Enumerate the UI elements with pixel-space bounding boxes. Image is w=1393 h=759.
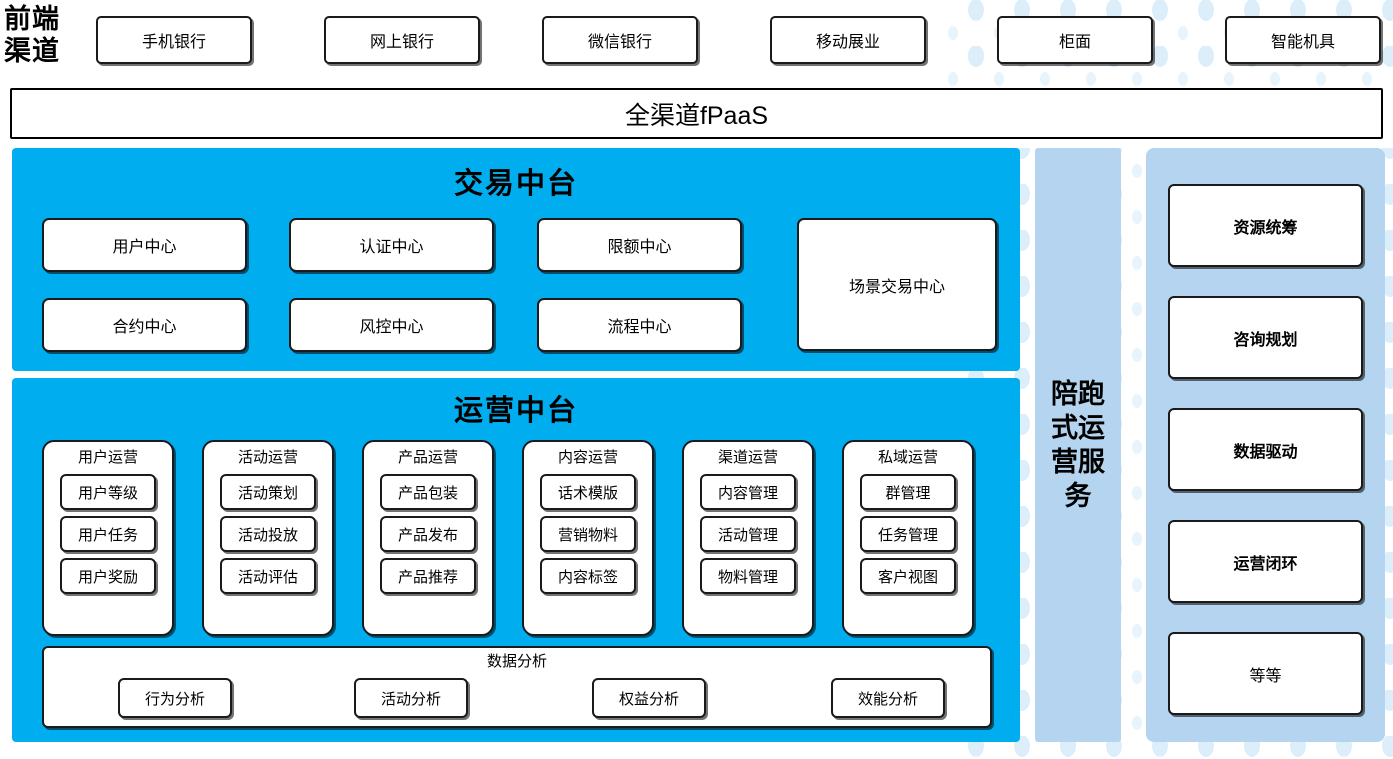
operation-item-1-1[interactable]: 用户等级	[60, 474, 156, 510]
channel-box-3[interactable]: 微信银行	[542, 16, 698, 64]
operation-column-1: 用户运营用户等级用户任务用户奖励	[42, 440, 174, 636]
operation-item-6-1[interactable]: 群管理	[860, 474, 956, 510]
data-analysis-group: 数据分析 行为分析 活动分析 权益分析 效能分析	[42, 646, 992, 728]
operation-item-4-2[interactable]: 营销物料	[540, 516, 636, 552]
operation-middle-platform-panel: 运营中台 用户运营用户等级用户任务用户奖励活动运营活动策划活动投放活动评估产品运…	[12, 378, 1020, 742]
frontend-label-line1: 前端	[4, 4, 60, 34]
data-analysis-title: 数据分析	[486, 653, 547, 670]
operation-item-2-1[interactable]: 活动策划	[220, 474, 316, 510]
service-capability-box-4[interactable]: 运营闭环	[1168, 520, 1363, 603]
service-capability-box-3[interactable]: 数据驱动	[1168, 408, 1363, 491]
channel-box-4[interactable]: 移动展业	[770, 16, 926, 64]
scene-trade-center-box[interactable]: 场景交易中心	[797, 218, 997, 351]
trade-center-box-4[interactable]: 合约中心	[42, 298, 247, 352]
operation-column-title-1: 用户运营	[77, 449, 138, 466]
operation-item-4-3[interactable]: 内容标签	[540, 558, 636, 594]
data-analysis-item-4[interactable]: 效能分析	[831, 678, 945, 718]
trade-middle-platform-panel: 交易中台 用户中心认证中心限额中心合约中心风控中心流程中心 场景交易中心	[12, 148, 1020, 371]
frontend-channel-label: 前端 渠道	[4, 3, 82, 67]
channel-box-1[interactable]: 手机银行	[96, 16, 252, 64]
operation-column-4: 内容运营话术模版营销物料内容标签	[522, 440, 654, 636]
operation-column-title-5: 渠道运营	[717, 449, 778, 466]
frontend-label-line2: 渠道	[4, 36, 60, 66]
operation-item-6-3[interactable]: 客户视图	[860, 558, 956, 594]
service-capability-box-5[interactable]: 等等	[1168, 632, 1363, 715]
operation-column-title-2: 活动运营	[237, 449, 298, 466]
operation-column-title-6: 私域运营	[877, 449, 938, 466]
operation-item-5-2[interactable]: 活动管理	[700, 516, 796, 552]
operation-column-5: 渠道运营内容管理活动管理物料管理	[682, 440, 814, 636]
frontend-channel-row: 前端 渠道 手机银行 网上银行 微信银行 移动展业 柜面 智能机具	[0, 0, 1393, 82]
channel-box-2[interactable]: 网上银行	[324, 16, 480, 64]
operation-item-2-2[interactable]: 活动投放	[220, 516, 316, 552]
operation-platform-title: 运营中台	[453, 395, 578, 427]
service-column-label: 陪跑式运营服务	[1051, 379, 1105, 511]
service-capability-panel: 资源统筹咨询规划数据驱动运营闭环等等	[1146, 148, 1385, 742]
operation-item-4-1[interactable]: 话术模版	[540, 474, 636, 510]
trade-platform-title: 交易中台	[453, 168, 578, 200]
operation-item-3-3[interactable]: 产品推荐	[380, 558, 476, 594]
operation-column-2: 活动运营活动策划活动投放活动评估	[202, 440, 334, 636]
operation-column-6: 私域运营群管理任务管理客户视图	[842, 440, 974, 636]
operation-column-title-4: 内容运营	[557, 449, 618, 466]
operation-item-3-2[interactable]: 产品发布	[380, 516, 476, 552]
data-analysis-item-2[interactable]: 活动分析	[354, 678, 468, 718]
operation-column-title-3: 产品运营	[397, 449, 458, 466]
trade-center-box-5[interactable]: 风控中心	[289, 298, 494, 352]
operation-item-3-1[interactable]: 产品包装	[380, 474, 476, 510]
operation-item-1-3[interactable]: 用户奖励	[60, 558, 156, 594]
trade-center-box-1[interactable]: 用户中心	[42, 218, 247, 272]
service-capability-box-2[interactable]: 咨询规划	[1168, 296, 1363, 379]
omnichannel-fpaas-bar[interactable]: 全渠道fPaaS	[10, 88, 1383, 139]
trade-center-box-2[interactable]: 认证中心	[289, 218, 494, 272]
trade-center-box-3[interactable]: 限额中心	[537, 218, 742, 272]
accompanying-operation-service-column: 陪跑式运营服务	[1035, 148, 1121, 742]
data-analysis-item-3[interactable]: 权益分析	[592, 678, 706, 718]
trade-center-box-6[interactable]: 流程中心	[537, 298, 742, 352]
operation-column-3: 产品运营产品包装产品发布产品推荐	[362, 440, 494, 636]
channel-box-6[interactable]: 智能机具	[1225, 16, 1381, 64]
service-capability-box-1[interactable]: 资源统筹	[1168, 184, 1363, 267]
operation-item-6-2[interactable]: 任务管理	[860, 516, 956, 552]
operation-item-1-2[interactable]: 用户任务	[60, 516, 156, 552]
channel-box-5[interactable]: 柜面	[997, 16, 1153, 64]
data-analysis-item-1[interactable]: 行为分析	[118, 678, 232, 718]
operation-item-2-3[interactable]: 活动评估	[220, 558, 316, 594]
operation-item-5-3[interactable]: 物料管理	[700, 558, 796, 594]
operation-item-5-1[interactable]: 内容管理	[700, 474, 796, 510]
